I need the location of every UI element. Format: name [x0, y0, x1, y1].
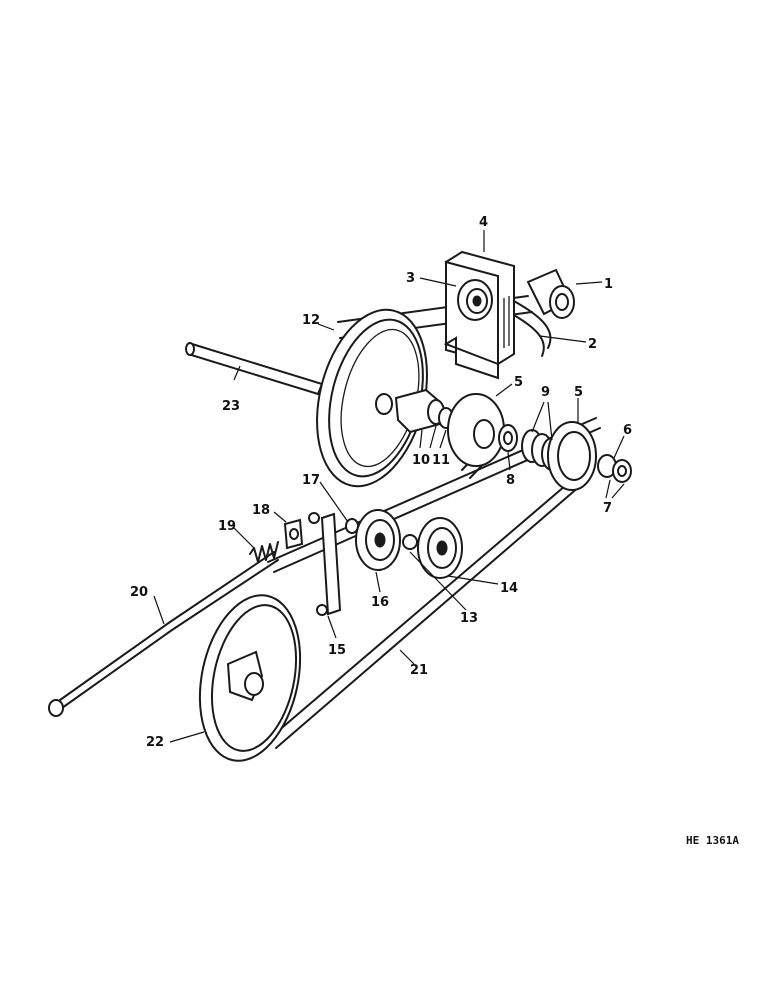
washer-8	[498, 424, 518, 452]
idler-pulley-16	[355, 509, 401, 571]
nut-7	[612, 459, 632, 483]
callout-23: 23	[222, 399, 240, 414]
bearing-3	[457, 279, 493, 321]
leader-lines	[153, 230, 625, 743]
callout-5-right: 5	[574, 385, 583, 400]
callout-22: 22	[146, 735, 164, 750]
callout-10: 10	[412, 453, 430, 468]
arm-15	[308, 512, 342, 616]
shaft-23	[185, 342, 324, 396]
pulley-half-5	[447, 393, 505, 467]
idler-pulley-14	[417, 517, 463, 579]
callout-8: 8	[506, 473, 515, 488]
figure-id: HE 1361A	[686, 834, 739, 847]
spring-19	[249, 541, 279, 563]
callout-17: 17	[302, 473, 320, 488]
callout-13: 13	[460, 611, 478, 626]
pulley-half-5-right	[547, 421, 597, 491]
hub-10	[394, 388, 445, 434]
callout-5: 5	[514, 375, 523, 390]
callout-1: 1	[604, 277, 613, 292]
callout-14: 14	[500, 581, 518, 596]
callout-19: 19	[218, 519, 236, 534]
callout-16: 16	[371, 595, 389, 610]
callout-3: 3	[406, 271, 415, 286]
callout-4: 4	[479, 215, 488, 230]
spacer-13	[402, 534, 418, 550]
callout-15: 15	[328, 643, 346, 658]
callout-11: 11	[432, 453, 450, 468]
callout-7: 7	[603, 501, 612, 516]
bracket-18	[283, 518, 304, 550]
callout-21: 21	[410, 663, 428, 678]
rod-20	[48, 551, 279, 717]
callout-6: 6	[623, 423, 632, 438]
callout-2: 2	[588, 337, 597, 352]
callout-18: 18	[252, 503, 270, 518]
pulley-22	[198, 594, 302, 762]
callout-20: 20	[130, 585, 148, 600]
callout-labels: 1 2 3 4 5 5 6 7 8 9 10 11 12 13 14 15 16…	[130, 215, 632, 750]
callout-9: 9	[541, 385, 550, 400]
callout-12: 12	[302, 313, 320, 328]
idler-1	[526, 268, 575, 319]
